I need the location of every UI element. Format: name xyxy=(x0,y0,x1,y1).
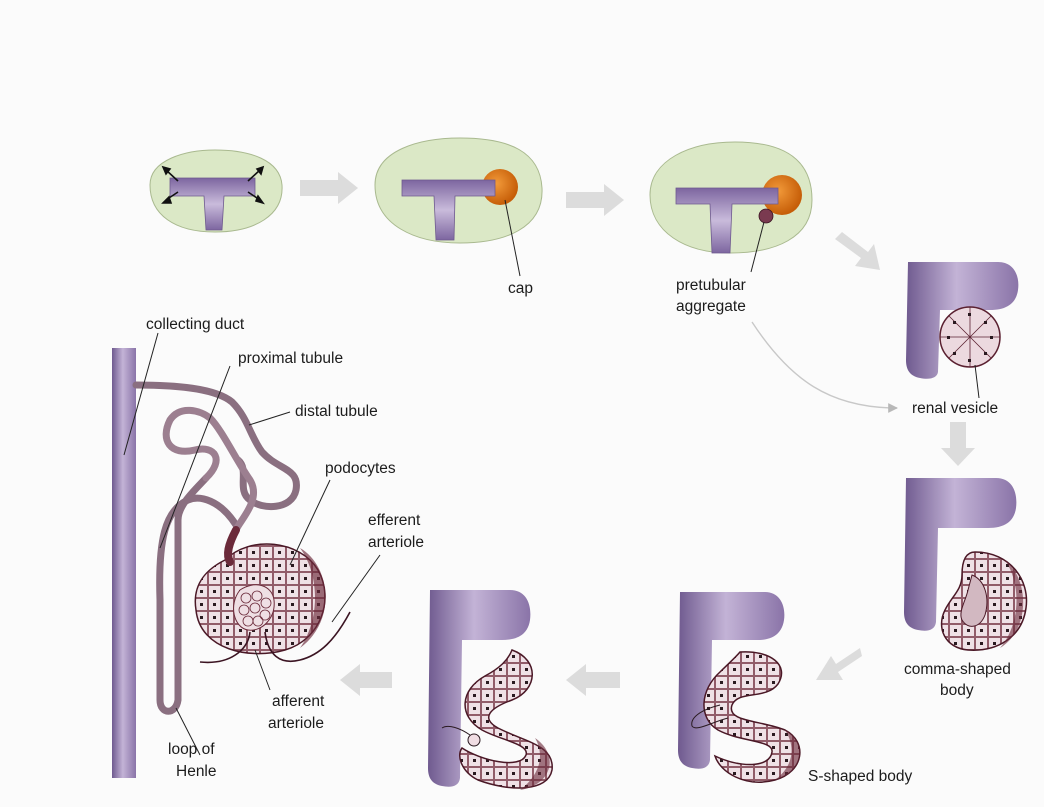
s-body-shape-6 xyxy=(704,652,800,782)
stage-6-s-shaped-body: S-shaped body xyxy=(678,592,913,785)
podocytes-label: podocytes xyxy=(325,460,396,477)
pretubular-aggregate-shape xyxy=(759,209,773,223)
process-arrow-1-icon xyxy=(300,172,358,204)
afferent-label: afferent arteriole xyxy=(268,693,329,732)
s-shaped-label: S-shaped body xyxy=(808,768,913,785)
process-arrow-6-icon xyxy=(566,664,620,696)
stage-8-mature-nephron: collecting duct proximal tubule distal t… xyxy=(112,316,425,780)
stage-5-comma-shaped-body: comma-shaped body xyxy=(904,478,1027,699)
process-arrow-7-icon xyxy=(340,664,392,696)
stage-2-cap: cap xyxy=(375,138,542,297)
stage-3-pretubular-aggregate: pretubular aggregate xyxy=(650,142,897,408)
distal-tubule-shape xyxy=(136,385,296,507)
pretubular-label: pretubular aggregate xyxy=(676,277,750,315)
stage-7-s-shaped-body xyxy=(428,590,552,790)
process-arrow-3-icon xyxy=(835,232,880,270)
comma-label: comma-shaped body xyxy=(904,661,1015,699)
renal-vesicle-label: renal vesicle xyxy=(912,400,998,417)
process-arrow-2-icon xyxy=(566,184,624,216)
proximal-tubule-label: proximal tubule xyxy=(238,350,343,367)
stage-1-bud-branching xyxy=(150,150,282,232)
stage-4-renal-vesicle: renal vesicle xyxy=(906,262,1018,417)
collecting-duct-label: collecting duct xyxy=(146,316,245,333)
process-arrow-4-icon xyxy=(941,422,975,466)
loop-of-henle-label: loop of Henle xyxy=(168,741,219,780)
efferent-label: efferent arteriole xyxy=(368,512,425,551)
cap-label: cap xyxy=(508,280,533,297)
distal-tubule-label: distal tubule xyxy=(295,403,378,420)
collecting-duct-shape xyxy=(112,348,136,778)
process-arrow-5-icon xyxy=(816,648,862,680)
